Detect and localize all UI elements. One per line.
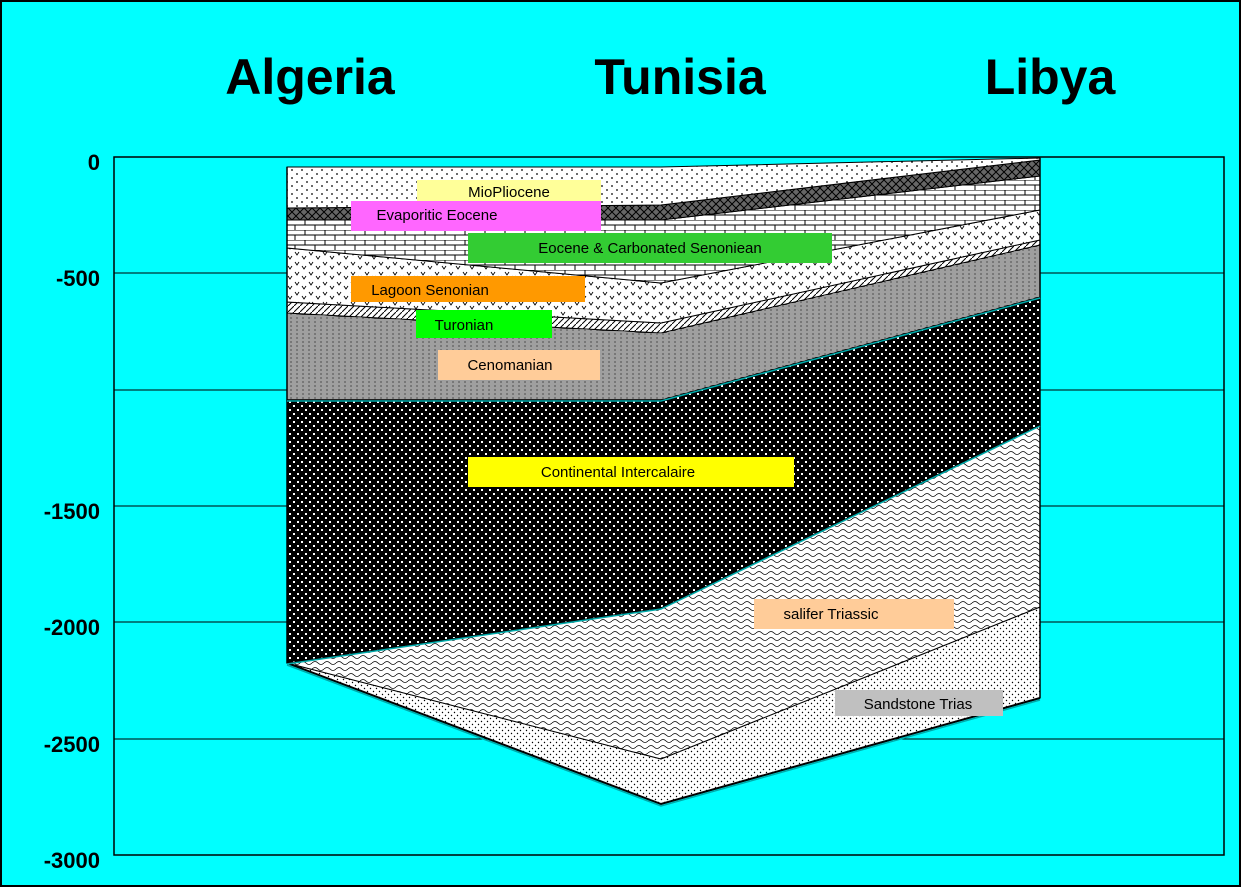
cyan-contact-cenomanian <box>287 297 1041 402</box>
y-tick-label: -2500 <box>44 732 100 757</box>
y-tick-label: -2000 <box>44 615 100 640</box>
label-box-sandstone-trias <box>835 690 1003 716</box>
label-box-salifer-triassic <box>754 599 954 629</box>
layer-label-evaporitic-eocene: Evaporitic Eocene <box>377 207 498 224</box>
country-label-libya: Libya <box>985 49 1117 105</box>
y-tick-label: -3000 <box>44 848 100 873</box>
label-box-turonian <box>416 310 552 338</box>
label-box-miopliocene <box>417 180 601 202</box>
layer-label-turonian: Turonian <box>435 317 494 334</box>
cyan-contact-base <box>286 664 1041 807</box>
cyan-contact-ci <box>286 425 1041 665</box>
y-tick-label: 0 <box>88 150 100 175</box>
y-tick-label: -500 <box>56 266 100 291</box>
label-box-eocene-carbonated <box>468 233 832 263</box>
layer-label-sandstone-trias: Sandstone Trias <box>864 696 972 713</box>
layer-label-lagoon-senonian: Lagoon Senonian <box>371 282 489 299</box>
layer-label-continental-intercalaire: Continental Intercalaire <box>541 464 695 481</box>
label-box-evaporitic-eocene <box>351 201 601 231</box>
country-label-tunisia: Tunisia <box>594 49 767 105</box>
y-tick-label: -1500 <box>44 499 100 524</box>
layer-label-cenomanian: Cenomanian <box>467 357 552 374</box>
layer-label-salifer-triassic: salifer Triassic <box>783 606 879 623</box>
section-base <box>286 662 1041 806</box>
label-box-lagoon-senonian <box>351 276 585 302</box>
layer-label-miopliocene: MioPliocene <box>468 184 550 201</box>
label-box-cenomanian <box>438 350 600 380</box>
label-box-continental-intercalaire <box>468 457 794 487</box>
layer-label-eocene-carbonated: Eocene & Carbonated Senoniean <box>538 240 762 257</box>
country-label-algeria: Algeria <box>225 49 396 105</box>
